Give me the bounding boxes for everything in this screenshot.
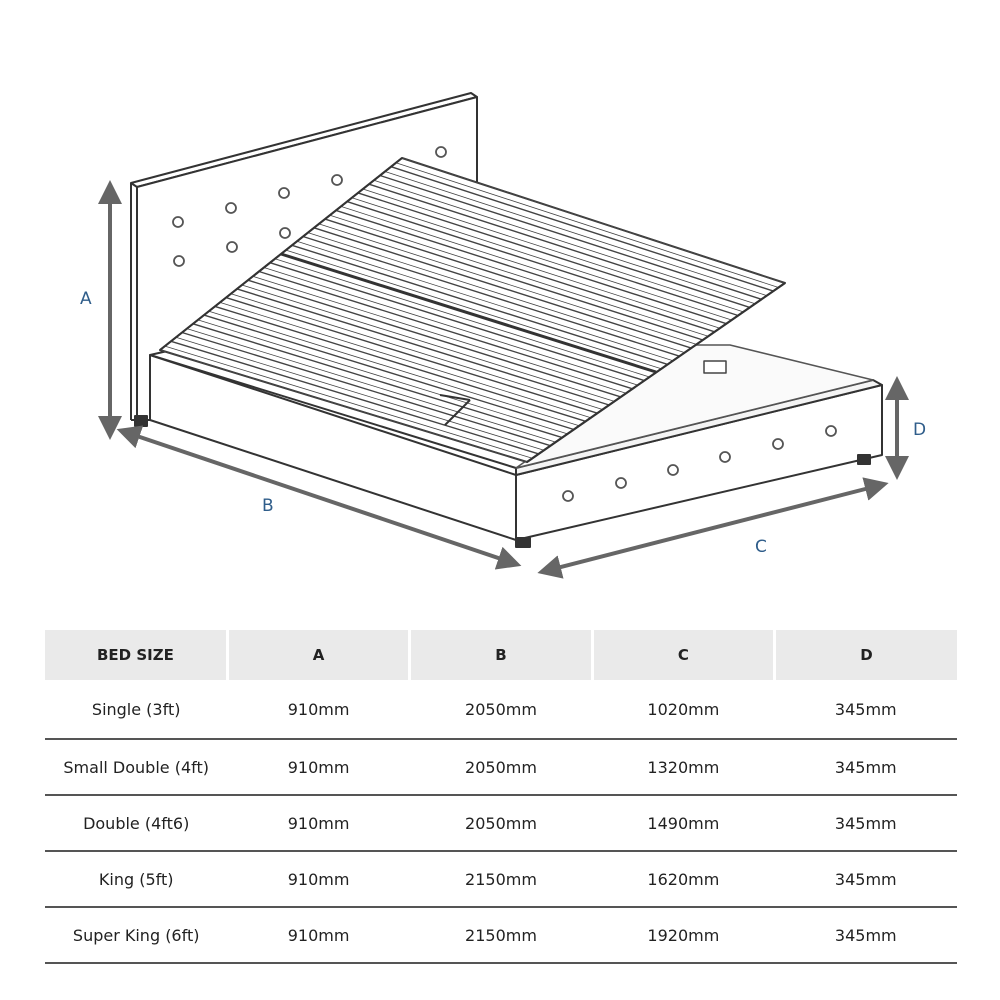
header-c: C: [592, 630, 777, 680]
cell-bed-size: Super King (6ft): [45, 907, 228, 964]
cell-d: 345mm: [774, 739, 957, 796]
cell-c: 1320mm: [592, 739, 775, 796]
cell-a: 910mm: [227, 907, 410, 964]
cell-bed-size: King (5ft): [45, 851, 228, 908]
slat: [401, 157, 786, 284]
dimension-label-c: C: [755, 537, 767, 557]
slat: [390, 166, 774, 292]
cell-a: 910mm: [227, 739, 410, 796]
slat: [368, 183, 751, 309]
cell-b: 2150mm: [409, 907, 593, 964]
cell-bed-size: Small Double (4ft): [45, 739, 228, 796]
bed-size-table: BED SIZE A B C D Single (3ft) 910mm 2050…: [45, 630, 957, 964]
slat-edge: [384, 171, 767, 296]
slat: [247, 279, 622, 398]
header-d: D: [774, 630, 957, 680]
slat: [346, 200, 727, 325]
table-row: King (5ft) 910mm 2150mm 1620mm 345mm: [45, 851, 957, 908]
header-a: A: [227, 630, 412, 680]
cell-a: 910mm: [227, 795, 410, 852]
slat-edge: [340, 206, 721, 329]
slat: [269, 262, 645, 382]
slat: [291, 244, 668, 366]
cell-c: 1490mm: [592, 795, 775, 852]
slat-edge: [230, 293, 603, 410]
slat-edge: [241, 284, 615, 402]
cell-b: 2150mm: [409, 851, 593, 908]
slat: [302, 235, 680, 357]
slat-edge: [208, 310, 580, 427]
slat-edge: [307, 232, 685, 353]
slat-edge: [329, 214, 709, 337]
slat: [203, 314, 575, 431]
table-row: Small Double (4ft) 910mm 2050mm 1320mm 3…: [45, 739, 957, 796]
slat: [313, 227, 692, 349]
slat-edge: [274, 258, 650, 378]
slat: [357, 192, 739, 317]
slat: [379, 174, 762, 300]
slat: [214, 305, 586, 422]
dimension-arrows: [98, 180, 909, 579]
slat: [258, 270, 633, 390]
headboard-buttons: [172, 146, 447, 267]
cell-c: 1020mm: [592, 680, 775, 740]
slat-edge: [197, 319, 568, 435]
table-row: Super King (6ft) 910mm 2150mm 1920mm 345…: [45, 907, 957, 964]
slat-edge: [296, 240, 674, 362]
cell-a: 910mm: [227, 680, 410, 740]
table-row: Single (3ft) 910mm 2050mm 1020mm 345mm: [45, 680, 957, 740]
cell-d: 345mm: [774, 795, 957, 852]
slat: [236, 288, 610, 406]
dimension-label-d: D: [913, 420, 926, 440]
bed-dimension-diagram: A B C D: [80, 92, 926, 579]
table-header-row: BED SIZE A B C D: [45, 630, 957, 680]
slat-edge: [263, 267, 638, 386]
cell-c: 1920mm: [592, 907, 775, 964]
slat-edge: [318, 223, 697, 345]
dimension-label-a: A: [80, 289, 92, 309]
header-bed-size: BED SIZE: [45, 630, 229, 680]
slat-edge: [351, 197, 732, 321]
slat-edge: [252, 275, 627, 394]
cell-d: 345mm: [774, 907, 957, 964]
slat: [192, 323, 563, 439]
slat: [324, 218, 704, 341]
header-b: B: [409, 630, 594, 680]
cell-bed-size: Double (4ft6): [45, 795, 228, 852]
slat-edge: [362, 188, 744, 313]
slatted-platform: [159, 157, 786, 463]
cell-bed-size: Single (3ft): [45, 680, 228, 740]
cell-d: 345mm: [774, 680, 957, 740]
slat: [225, 296, 598, 414]
cell-b: 2050mm: [409, 795, 593, 852]
cell-d: 345mm: [774, 851, 957, 908]
slat: [335, 209, 715, 333]
slat-edge: [219, 302, 592, 419]
slat-edge: [186, 328, 556, 443]
cell-b: 2050mm: [409, 739, 593, 796]
slat-edge: [395, 162, 779, 288]
dimension-label-b: B: [262, 496, 274, 516]
cell-b: 2050mm: [409, 680, 593, 740]
slat-edge: [285, 249, 662, 370]
slat-edge: [373, 179, 756, 305]
cell-a: 910mm: [227, 851, 410, 908]
cell-c: 1620mm: [592, 851, 775, 908]
dimension-labels: A B C D: [80, 289, 926, 557]
table-row: Double (4ft6) 910mm 2050mm 1490mm 345mm: [45, 795, 957, 852]
